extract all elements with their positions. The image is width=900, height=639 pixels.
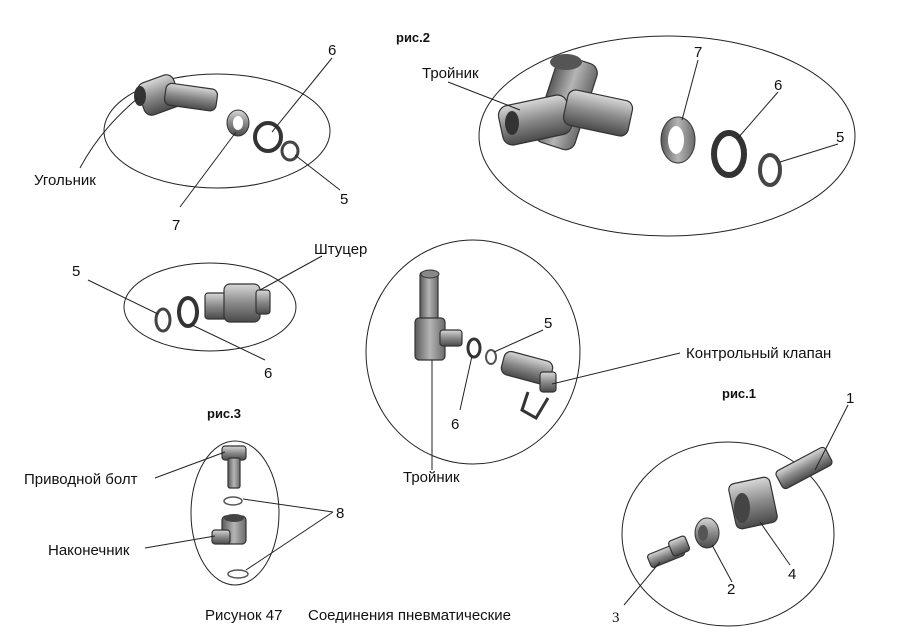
label-ris3: рис.3 <box>207 406 241 421</box>
group-kontrolnyi-klapan: Тройник 6 5 Контрольный клапан <box>365 239 831 486</box>
ring-6-troinik <box>711 130 747 178</box>
leader-1 <box>814 404 849 471</box>
privodnoi-bolt-part <box>221 445 247 489</box>
leader-6-troinik <box>737 91 779 139</box>
ellipse-ris1 <box>621 441 835 627</box>
shtutser-part <box>204 283 271 323</box>
ring-6-shtutser <box>177 296 199 328</box>
group-ris3: рис.3 Приводной болт Наконечник 8 <box>24 406 344 586</box>
leader-7-ugolnik <box>179 131 237 208</box>
ring-5-ugolnik <box>280 140 300 162</box>
label-6-troinik: 6 <box>774 77 782 94</box>
label-troinik-ris2: Тройник <box>422 65 479 82</box>
leader-2 <box>711 544 733 583</box>
label-5-shtutser: 5 <box>72 263 80 280</box>
leader-3 <box>623 561 661 606</box>
ellipse-kontrolnyi-klapan <box>365 239 581 465</box>
label-shtutser: Штуцер <box>314 241 367 258</box>
leader-nakonechnik <box>144 535 216 549</box>
label-4: 4 <box>788 566 796 583</box>
caption-title: Соединения пневматические <box>308 607 511 624</box>
nakonechnik-part <box>211 514 247 545</box>
ring-5-troinik <box>758 153 782 187</box>
leader-5-klapan <box>493 329 544 353</box>
washer-8-bottom <box>227 569 249 579</box>
group-shtutser: 5 6 Штуцер <box>72 241 367 382</box>
ring-6-ugolnik <box>253 121 283 153</box>
troinik-small-part <box>414 269 463 361</box>
klapan-part <box>500 350 557 421</box>
ellipse-troinik-ris2 <box>478 35 856 237</box>
label-5-klapan: 5 <box>544 315 552 332</box>
ring-7-troinik <box>660 116 696 164</box>
ellipse-ris3 <box>190 440 280 586</box>
troinik-part <box>497 54 634 151</box>
label-7-ugolnik: 7 <box>172 217 180 234</box>
ellipse-shtutser <box>123 262 297 352</box>
label-nakonechnik: Наконечник <box>48 542 130 559</box>
ring-6-klapan <box>466 337 482 359</box>
washer-8-top <box>223 496 243 506</box>
label-privodnoi-bolt: Приводной болт <box>24 471 138 488</box>
ring-2-part <box>694 517 720 549</box>
label-2: 2 <box>727 581 735 598</box>
leader-privodnoi-bolt <box>154 451 226 479</box>
label-6-ugolnik: 6 <box>328 42 336 59</box>
nut-4-part <box>728 476 778 530</box>
leader-shtutser <box>259 255 323 291</box>
label-ugolnik: Угольник <box>34 172 96 189</box>
leader-5-shtutser <box>87 279 159 315</box>
label-ris1: рис.1 <box>722 386 756 401</box>
leader-8-top <box>242 498 334 513</box>
leader-5-troinik <box>779 143 839 163</box>
label-1: 1 <box>846 390 854 407</box>
ring-5-shtutser <box>154 307 172 333</box>
leader-6-klapan <box>459 355 473 411</box>
label-ris2: рис.2 <box>396 30 430 45</box>
label-3: 3 <box>612 610 620 626</box>
label-5-ugolnik: 5 <box>340 191 348 208</box>
leader-troinik-ris2 <box>447 81 521 111</box>
leader-4 <box>759 521 791 566</box>
label-6-klapan: 6 <box>451 416 459 433</box>
label-6-shtutser: 6 <box>264 365 272 382</box>
tube-1-part <box>775 446 833 490</box>
fitting-3-part <box>646 535 691 568</box>
label-troinik-klapan: Тройник <box>403 469 460 486</box>
label-5-troinik: 5 <box>836 129 844 146</box>
ugolnik-part <box>134 74 219 116</box>
ellipse-ugolnik <box>103 73 331 189</box>
label-kontrolnyi-klapan: Контрольный клапан <box>686 345 831 362</box>
leader-7-troinik <box>681 59 699 121</box>
caption-number: Рисунок 47 <box>205 607 282 624</box>
leader-5-ugolnik <box>294 154 341 191</box>
label-8: 8 <box>336 505 344 522</box>
ring-5-klapan <box>485 349 497 365</box>
ring-7-ugolnik <box>226 109 250 137</box>
label-7-troinik: 7 <box>694 44 702 61</box>
leader-8-bottom <box>245 511 334 571</box>
leader-kontrolnyi-klapan <box>551 352 681 385</box>
group-ris1: рис.1 1 4 2 3 <box>612 386 854 627</box>
leader-ugolnik <box>79 97 139 169</box>
group-troinik-ris2: рис.2 Тройник 7 6 5 <box>396 30 856 237</box>
leader-6-ugolnik <box>271 57 333 133</box>
group-ugolnik: Угольник 6 7 5 <box>34 42 348 234</box>
leader-6-shtutser <box>189 323 266 361</box>
